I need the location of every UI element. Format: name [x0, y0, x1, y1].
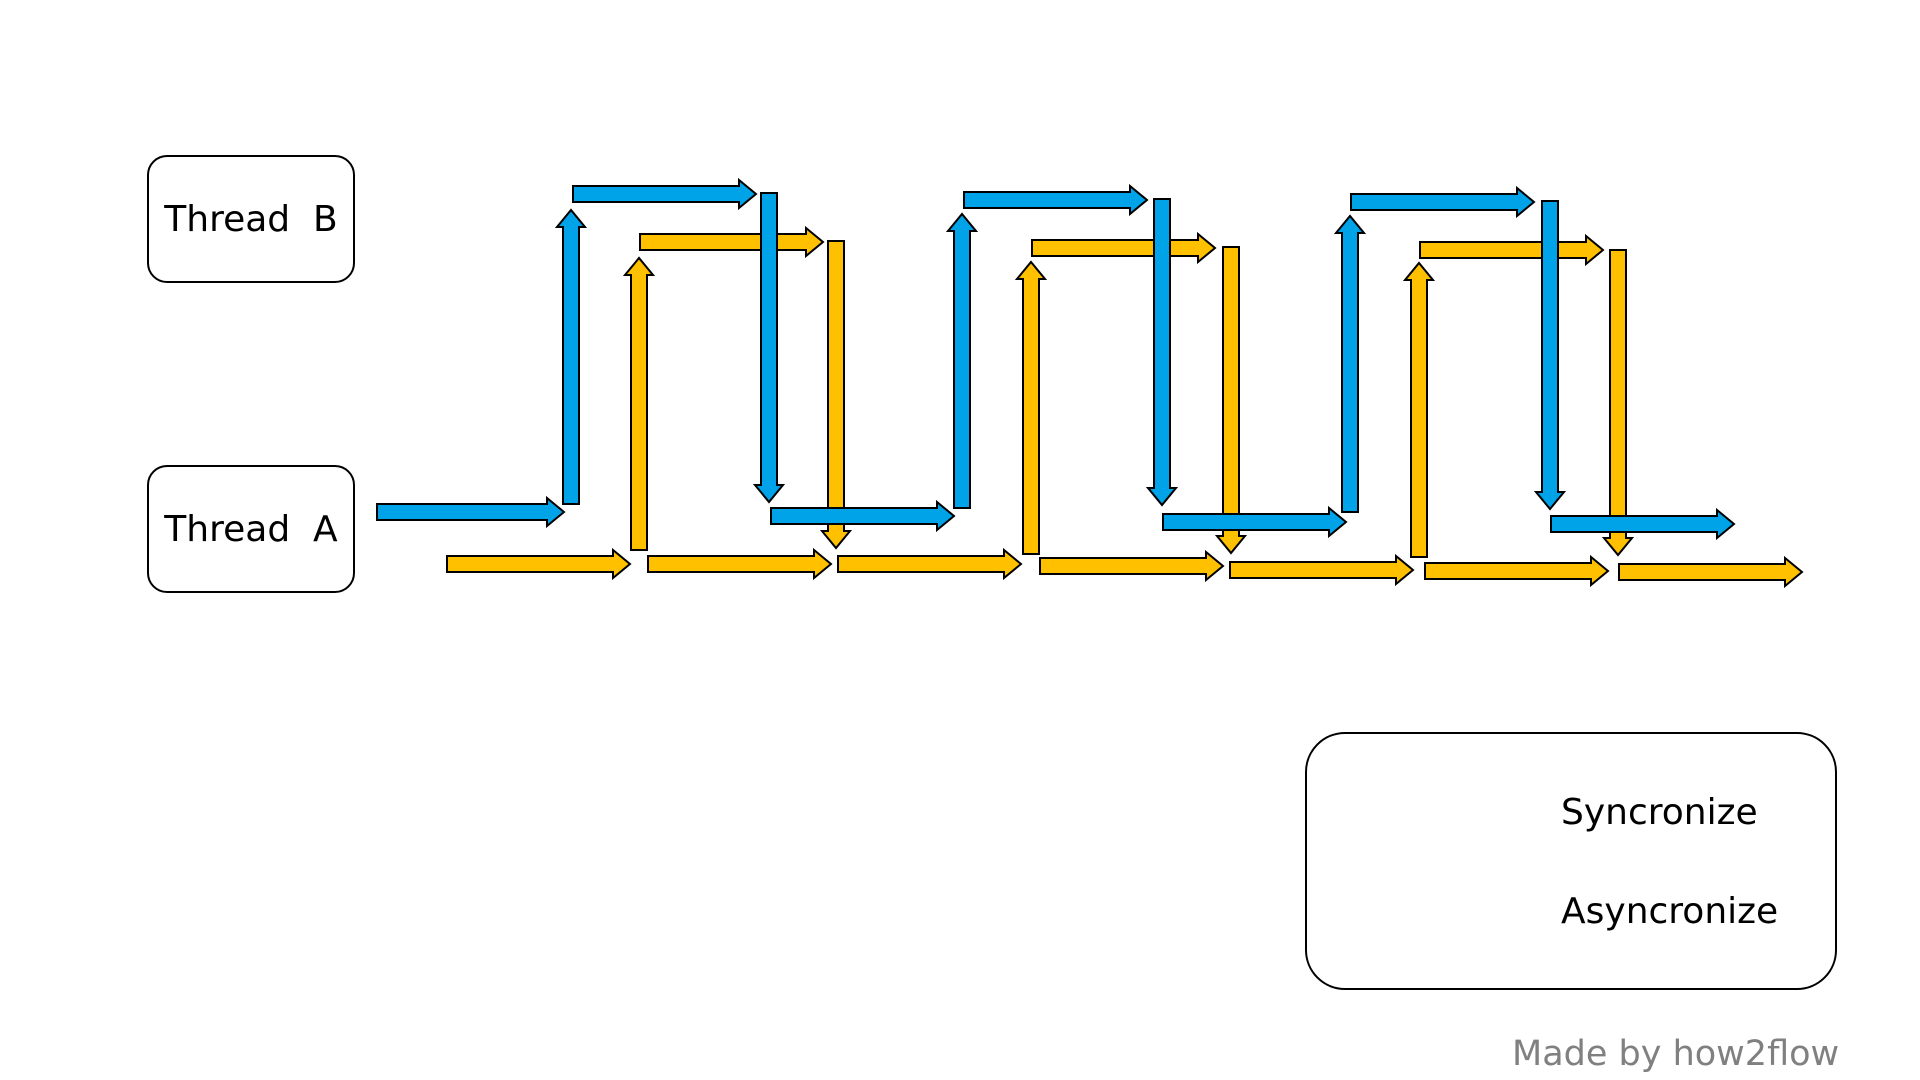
async-arrow	[1031, 231, 1217, 265]
async-arrow	[622, 256, 656, 551]
async-arrow	[1618, 555, 1804, 589]
async-arrow	[837, 547, 1023, 581]
thread-b-box: Thread B	[147, 155, 355, 283]
sync-arrow	[1350, 185, 1536, 219]
sync-arrow	[572, 177, 758, 211]
async-arrow	[1214, 246, 1248, 555]
sync-arrow	[963, 183, 1149, 217]
sync-arrow	[376, 495, 566, 529]
sync-arrow	[945, 212, 979, 509]
async-arrow	[1601, 249, 1635, 557]
sync-arrow	[1550, 507, 1736, 541]
async-arrow	[1014, 260, 1048, 555]
legend-async-label: Asyncronize	[1561, 891, 1779, 932]
sync-arrow	[1333, 214, 1367, 513]
async-arrow	[1424, 554, 1610, 588]
sync-arrow	[1533, 200, 1567, 511]
async-arrow	[446, 547, 632, 581]
thread-a-box: Thread A	[147, 465, 355, 593]
sync-arrow	[770, 499, 956, 533]
legend-sync-label: Syncronize	[1561, 792, 1758, 833]
sync-arrow	[1145, 198, 1179, 507]
credit-text: Made by how2flow	[1512, 1034, 1840, 1074]
thread-a-label: Thread A	[164, 508, 338, 550]
sync-arrow	[1162, 505, 1348, 539]
async-arrow	[1229, 553, 1415, 587]
async-arrow	[647, 547, 833, 581]
sync-arrow	[752, 192, 786, 504]
async-arrow	[639, 225, 825, 259]
legend-box	[1305, 732, 1837, 990]
async-arrow	[819, 240, 853, 550]
thread-b-label: Thread B	[164, 198, 338, 240]
async-arrow	[1039, 549, 1225, 583]
sync-arrow	[554, 208, 588, 505]
async-arrow	[1419, 233, 1605, 267]
async-arrow	[1402, 261, 1436, 558]
